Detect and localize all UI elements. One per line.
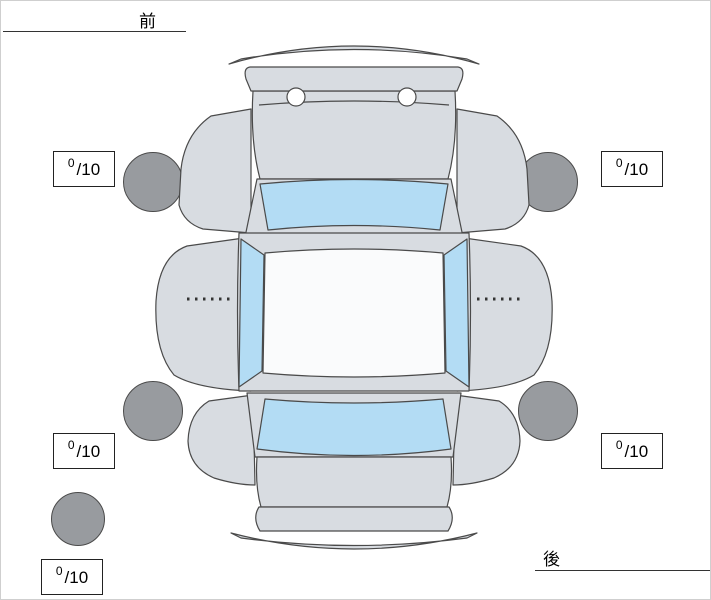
rear-left-quarter-panel <box>187 394 256 486</box>
front-underline <box>3 31 186 32</box>
rear-label: 後 <box>543 550 561 569</box>
tread-score-box-front-left: 0 /10 <box>53 151 115 187</box>
front-label: 前 <box>139 12 157 31</box>
score-denominator: /10 <box>64 568 89 587</box>
score-value: 0 <box>67 438 75 452</box>
rear-spoiler-arc <box>230 532 478 550</box>
rear-bumper <box>255 506 453 532</box>
rear-underline <box>535 570 710 571</box>
score-value: 0 <box>67 156 75 170</box>
trunk-panel <box>255 456 453 508</box>
hood-marker-right <box>397 87 417 107</box>
front-left-door-panel <box>178 108 252 234</box>
score-denominator: /10 <box>76 442 101 461</box>
hood-seam-line <box>258 100 450 106</box>
wheel-rear-left <box>123 381 183 441</box>
spare-wheel <box>51 492 105 546</box>
windshield-glass <box>259 178 449 231</box>
score-denominator: /10 <box>624 442 649 461</box>
score-denominator: /10 <box>624 160 649 179</box>
hood-panel <box>251 90 457 180</box>
rear-left-door-panel <box>155 236 252 392</box>
roof-panel <box>262 248 446 378</box>
rear-right-door-panel <box>456 236 553 392</box>
rear-right-quarter-panel <box>452 394 521 486</box>
score-value: 0 <box>615 438 623 452</box>
left-side-window-glass <box>238 238 265 388</box>
right-side-window-glass <box>443 238 470 388</box>
front-bumper <box>244 66 464 92</box>
rear-window-glass <box>256 398 452 457</box>
wheel-rear-right <box>518 381 578 441</box>
score-value: 0 <box>55 564 63 578</box>
tread-score-box-spare: 0 /10 <box>41 559 103 595</box>
hood-marker-left <box>286 87 306 107</box>
tread-score-box-rear-right: 0 /10 <box>601 433 663 469</box>
tread-score-box-front-right: 0 /10 <box>601 151 663 187</box>
front-right-door-panel <box>456 108 530 234</box>
wheel-front-left <box>123 152 183 212</box>
score-value: 0 <box>615 156 623 170</box>
score-denominator: /10 <box>76 160 101 179</box>
tread-score-box-rear-left: 0 /10 <box>53 433 115 469</box>
front-spoiler-arc <box>228 45 480 65</box>
